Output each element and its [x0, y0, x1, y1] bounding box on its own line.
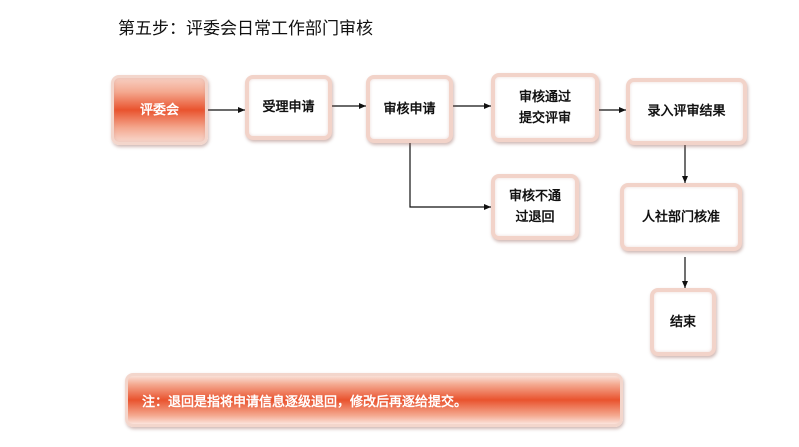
node-pass-label: 审核通过 提交评审	[518, 89, 571, 126]
node-record: 录入评审结果	[626, 78, 747, 145]
node-fail: 审核不通 过退回	[491, 174, 579, 240]
node-pass: 审核通过 提交评审	[491, 73, 599, 142]
node-review-label: 审核申请	[383, 101, 436, 117]
node-fail-label: 审核不通 过退回	[508, 189, 561, 225]
node-committee: 评委会	[111, 75, 208, 145]
node-record-label: 录入评审结果	[647, 104, 726, 119]
node-accept-label: 受理申请	[262, 100, 315, 115]
node-end-label: 结束	[669, 314, 696, 330]
note-text: 注：退回是指将申请信息逐级退回，修改后再逐给提交。	[142, 394, 468, 410]
node-approve-label: 人社部门核准	[641, 209, 720, 225]
node-end: 结束	[650, 288, 716, 356]
node-accept: 受理申请	[245, 75, 332, 140]
arrow-review-to-fail	[409, 143, 491, 210]
node-approve: 人社部门核准	[620, 183, 742, 251]
note-banner: 注：退回是指将申请信息逐级退回，修改后再逐给提交。	[125, 373, 623, 427]
step-title: 第五步：评委会日常工作部门审核	[118, 19, 373, 39]
node-review: 审核申请	[366, 75, 453, 143]
node-committee-label: 评委会	[139, 102, 179, 118]
